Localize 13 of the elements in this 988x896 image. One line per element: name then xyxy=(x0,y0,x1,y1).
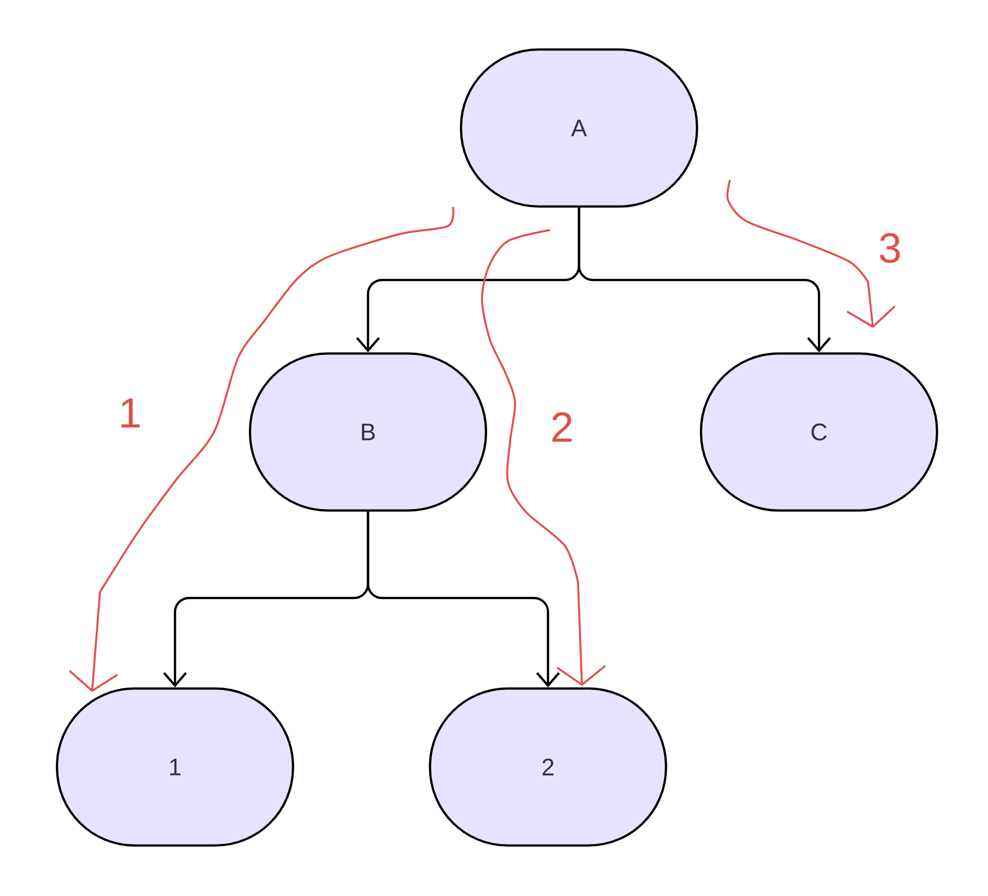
arrow xyxy=(366,512,560,688)
process-box: C xyxy=(700,352,938,512)
edge-label: 3 xyxy=(880,233,900,263)
hand-drawn-arrow xyxy=(726,180,896,328)
arrow xyxy=(578,208,831,352)
edge-label: 1 xyxy=(122,398,140,428)
process-box: 1 xyxy=(56,687,294,847)
process-box: B xyxy=(248,352,488,512)
edge-label: 2 xyxy=(552,412,572,442)
hand-drawn-arrow xyxy=(68,206,454,692)
hand-drawn-arrow xyxy=(481,229,606,686)
process-box: A xyxy=(460,48,698,208)
process-box: 2 xyxy=(428,687,668,847)
